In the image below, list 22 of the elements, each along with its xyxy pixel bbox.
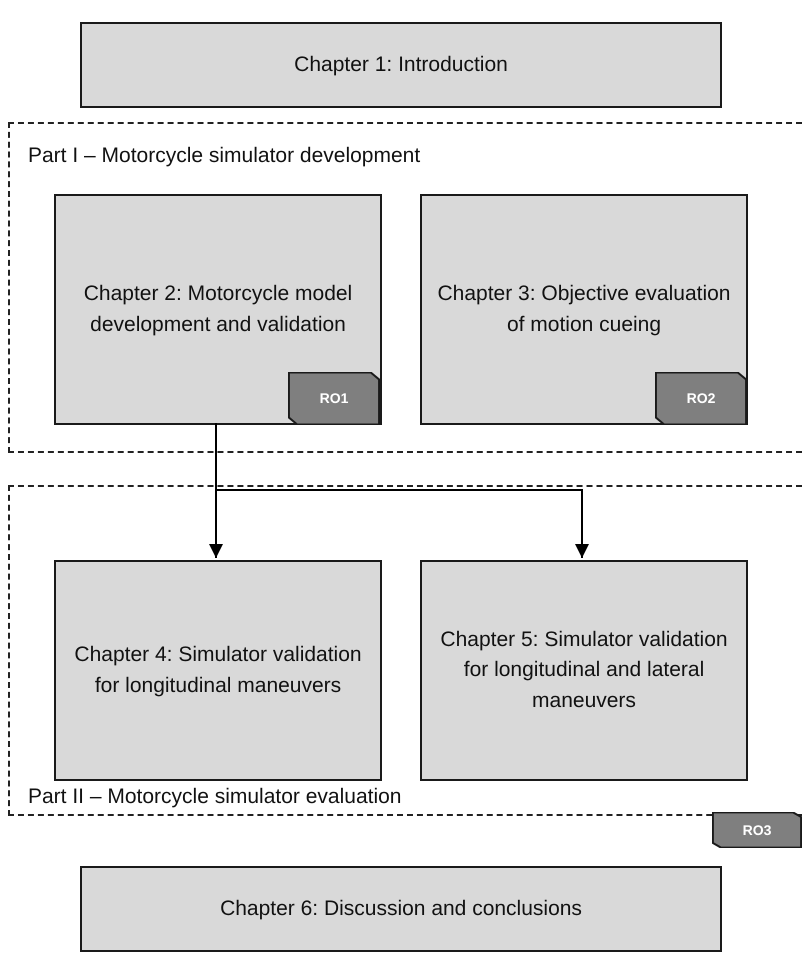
chapter-box — [54, 560, 382, 781]
chapter-box — [54, 194, 382, 425]
objective-tag — [655, 372, 747, 425]
part-region — [8, 485, 802, 816]
chapter-title: Chapter 4: Simulator validation for longitudinal maneuvers — [73, 642, 363, 698]
chapter-box — [80, 22, 722, 108]
part-region — [8, 122, 802, 453]
objective-label: RO3 — [742, 822, 772, 838]
chapter-box — [420, 194, 748, 425]
part-heading: Part I – Motorcycle simulator development — [28, 144, 420, 168]
chapter-box — [420, 560, 748, 781]
chapter-box — [80, 866, 722, 952]
chapter-title: Chapter 2: Motorcycle model development and validation — [82, 281, 354, 338]
part-heading: Part II – Motorcycle simulator evaluation — [28, 785, 402, 809]
chapter-title: Chapter 6: Discussion and conclusions — [220, 896, 582, 922]
objective-label: RO2 — [686, 389, 716, 408]
chapter-title: Chapter 5: Simulator validation for longitudinal and lateral maneuvers — [439, 626, 729, 714]
objective-tag — [288, 372, 380, 425]
objective-label: RO1 — [320, 389, 348, 408]
chapter-title: Chapter 3: Objective evaluation of motion cueing — [436, 281, 732, 338]
objective-tag — [712, 812, 802, 848]
chapter-title: Chapter 1: Introduction — [294, 52, 508, 78]
